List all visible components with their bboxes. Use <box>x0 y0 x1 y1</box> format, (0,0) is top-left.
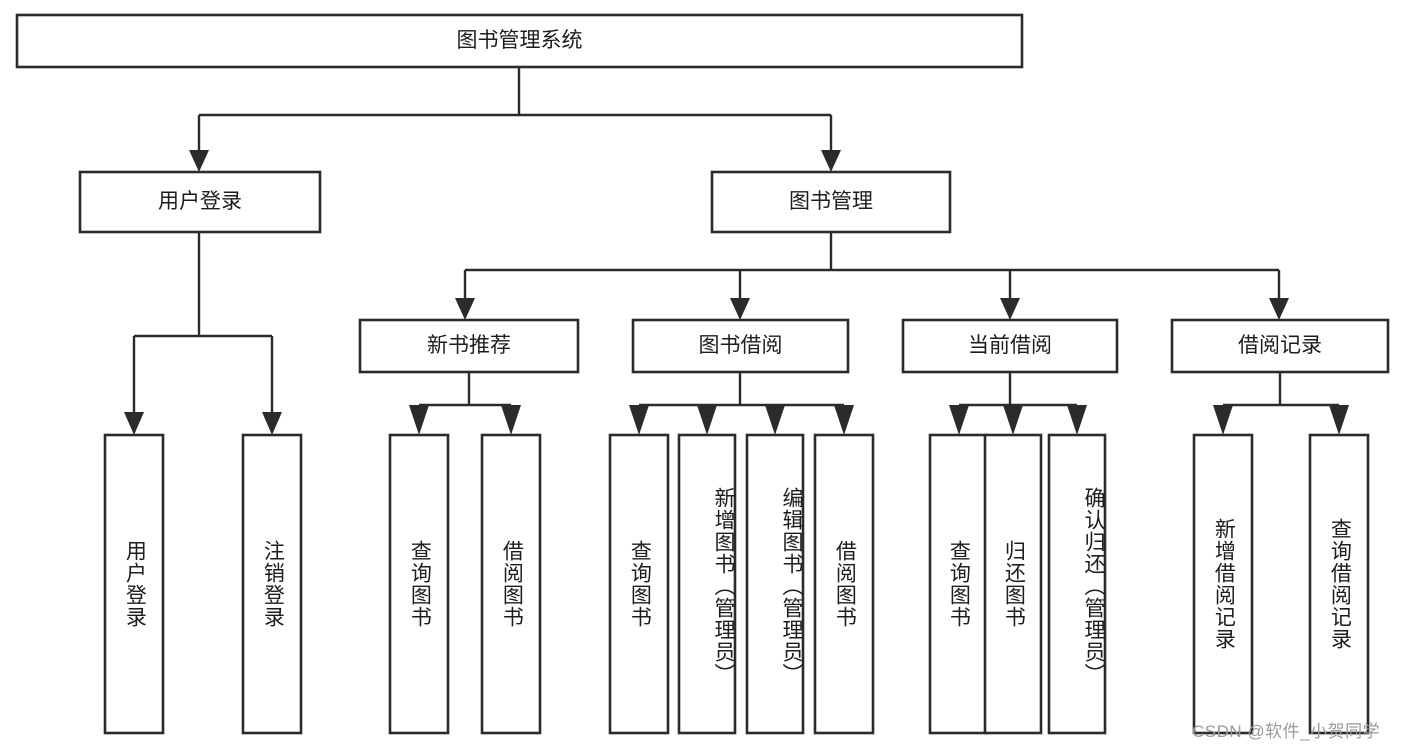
arrow-root-to-user-login <box>189 150 209 172</box>
arrow-to-leaf-confirm-return <box>1067 405 1087 435</box>
node-box-leaf-query-book-b[interactable] <box>608 433 670 735</box>
arrow-to-new-book-rec <box>455 298 475 320</box>
node-box-new-book-rec[interactable] <box>358 318 580 374</box>
arrow-root-to-book-manage <box>821 150 841 172</box>
arrow-to-book-borrow <box>730 298 750 320</box>
node-box-leaf-confirm-return[interactable] <box>1047 433 1107 735</box>
arrow-to-current-borrow <box>1000 298 1020 320</box>
node-box-leaf-logout[interactable] <box>241 433 303 735</box>
node-box-leaf-user-login[interactable] <box>103 433 165 735</box>
csdn-watermark: CSDN @软件_小贺同学 <box>1192 722 1381 741</box>
arrow-to-leaf-add-book <box>697 405 717 435</box>
connector-group-user-login <box>124 232 282 435</box>
node-box-leaf-return-book[interactable] <box>983 433 1043 735</box>
node-box-leaf-add-book[interactable] <box>677 433 737 735</box>
connector-group-borrow-record <box>1213 372 1349 435</box>
arrow-to-leaf-user-login <box>124 412 144 435</box>
node-box-leaf-borrow-book-b[interactable] <box>813 433 875 735</box>
node-box-current-borrow[interactable] <box>901 318 1119 374</box>
arrow-to-leaf-add-record <box>1213 405 1233 435</box>
arrow-to-leaf-return-book <box>1003 405 1023 435</box>
node-box-book-manage[interactable] <box>710 170 952 234</box>
node-box-leaf-add-record[interactable] <box>1192 433 1254 735</box>
connector-group-book-manage <box>455 232 1289 320</box>
arrow-to-borrow-record <box>1269 298 1289 320</box>
node-box-leaf-query-book-a[interactable] <box>388 433 450 735</box>
arrow-to-leaf-borrow-book-a <box>501 405 521 435</box>
connector-group-new-book-rec <box>409 372 521 435</box>
node-box-leaf-query-record[interactable] <box>1308 433 1370 735</box>
arrow-to-leaf-query-book-a <box>409 405 429 435</box>
arrow-to-leaf-edit-book <box>765 405 785 435</box>
arrow-to-leaf-query-book-c <box>949 405 969 435</box>
node-box-book-borrow[interactable] <box>631 318 850 374</box>
node-box-leaf-edit-book[interactable] <box>745 433 805 735</box>
connector-group-current-borrow <box>949 372 1087 435</box>
arrow-to-leaf-logout <box>262 412 282 435</box>
node-box-user-login[interactable] <box>78 170 322 234</box>
node-box-root[interactable] <box>15 13 1024 69</box>
arrow-to-leaf-query-book-b <box>629 405 649 435</box>
node-box-leaf-borrow-book-a[interactable] <box>480 433 542 735</box>
arrow-to-leaf-borrow-book-b <box>834 405 854 435</box>
connector-group-book-borrow <box>629 372 854 435</box>
connector-group-root <box>189 67 841 172</box>
arrow-to-leaf-query-record <box>1329 405 1349 435</box>
node-box-borrow-record[interactable] <box>1170 318 1390 374</box>
node-box-leaf-query-book-c[interactable] <box>928 433 988 735</box>
